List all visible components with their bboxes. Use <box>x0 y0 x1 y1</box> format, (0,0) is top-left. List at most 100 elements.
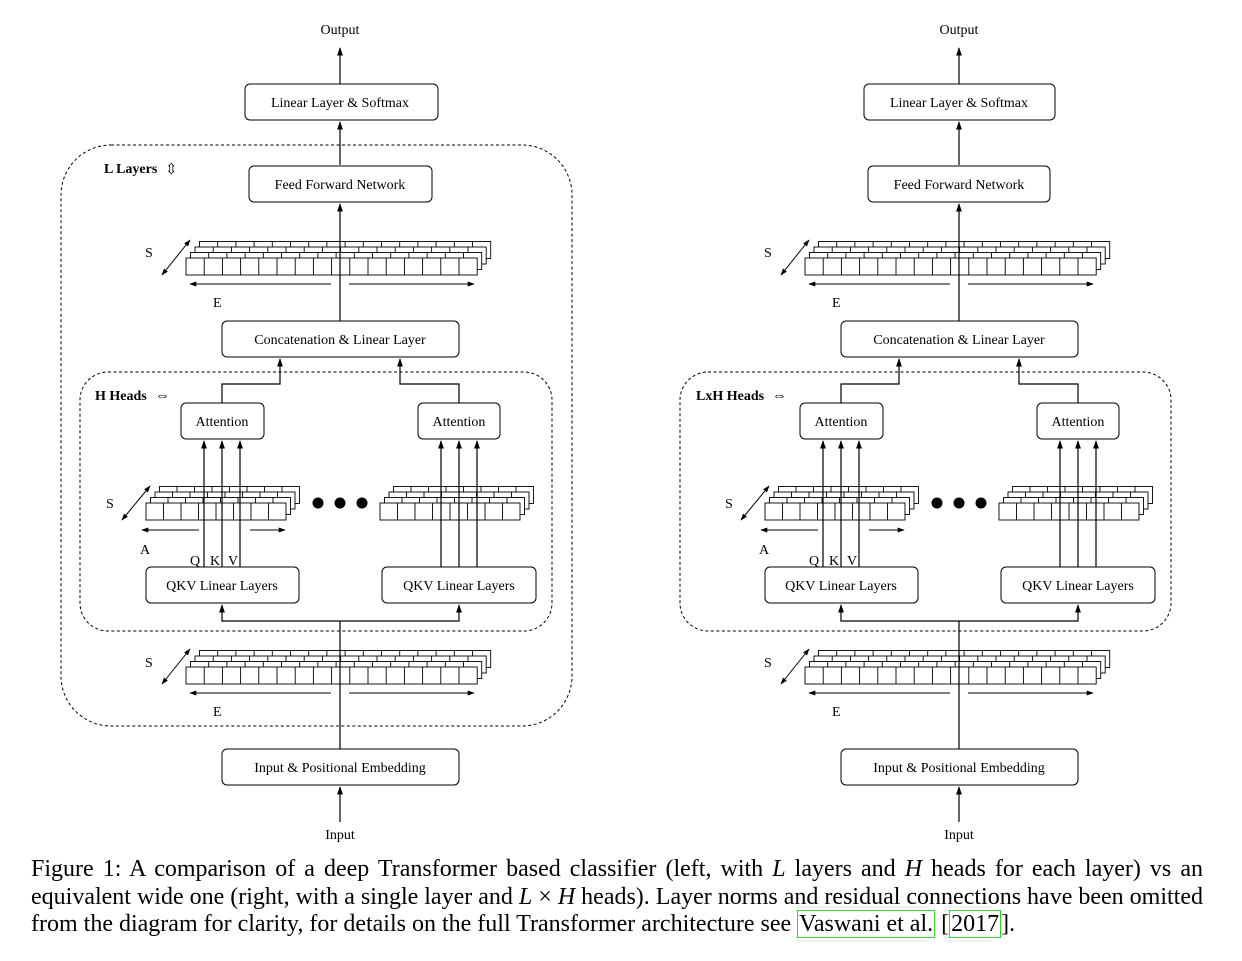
lower-s-label: S <box>145 656 153 671</box>
qkv-label-left: QKV Linear Layers <box>785 579 897 594</box>
attention-label-right: Attention <box>433 415 486 430</box>
caption-var-l2: L <box>518 883 533 910</box>
v-label: V <box>228 554 238 569</box>
heads-dashed-box <box>79 371 553 632</box>
q-label: Q <box>809 554 819 569</box>
input-label: Input <box>325 828 355 843</box>
upper-e-label: E <box>213 296 222 311</box>
upper-tensor <box>804 241 1111 276</box>
k-label: K <box>829 554 839 569</box>
q-label: Q <box>190 554 200 569</box>
attention-box-right <box>417 402 501 440</box>
concat-box <box>840 320 1079 358</box>
qkv-label-right: QKV Linear Layers <box>403 579 515 594</box>
ellipsis-dot-3 <box>975 497 987 509</box>
caption-mid3: heads). Layer norms and residual connect… <box>31 883 1203 938</box>
attention-label-right: Attention <box>1052 415 1105 430</box>
caption-cite-open: [ <box>935 911 950 937</box>
upper-s-arrow <box>780 239 810 276</box>
ellipsis-dot-2 <box>334 497 346 509</box>
heads-dashed-box <box>679 371 1172 632</box>
caption-var-l: L <box>772 856 786 882</box>
attention-left-to-concat-arrow <box>840 358 902 403</box>
layers-dashed-box <box>60 144 573 727</box>
qkv-box-left <box>764 566 919 604</box>
heads-label: LxH Heads <box>696 389 765 404</box>
embedding-label: Input & Positional Embedding <box>873 761 1045 776</box>
qkv-label-left: QKV Linear Layers <box>166 579 278 594</box>
heads-arrow-icon: ⇔ <box>155 388 170 404</box>
head-s-arrow <box>740 485 770 521</box>
attention-box-right <box>1036 402 1120 440</box>
lower-s-arrow <box>780 648 810 685</box>
attention-left-to-concat-arrow <box>221 358 283 403</box>
ellipsis-dot-1 <box>931 497 943 509</box>
lower-s-arrow <box>161 648 191 685</box>
qkv-box-right <box>381 566 537 604</box>
architecture-diagram: Output Linear Layer & Softmax L Layers ⇳… <box>60 23 1172 843</box>
qkv-label-right: QKV Linear Layers <box>1022 579 1134 594</box>
wide-transformer-diagram: Output Linear Layer & Softmax Feed Forwa… <box>679 23 1172 843</box>
concat-label: Concatenation & Linear Layer <box>873 333 1045 348</box>
concat-box <box>221 320 460 358</box>
ffn-box <box>248 165 433 203</box>
concat-label: Concatenation & Linear Layer <box>254 333 426 348</box>
deep-transformer-diagram: Output Linear Layer & Softmax L Layers ⇳… <box>60 23 573 843</box>
head-tensor-right <box>998 486 1153 521</box>
caption-mid1: layers and <box>785 856 905 882</box>
head-a-label: A <box>759 543 770 558</box>
lower-tensor <box>804 650 1111 685</box>
head-s-label: S <box>106 497 114 512</box>
attention-right-to-concat-arrow <box>397 358 460 403</box>
output-label: Output <box>321 23 360 38</box>
caption-cite-close: ]. <box>1001 911 1016 937</box>
qkv-box-left <box>145 566 300 604</box>
head-s-arrow <box>121 485 151 521</box>
citation-author-link[interactable]: Vaswani et al. <box>797 910 936 938</box>
caption-var-h2: H <box>557 883 576 910</box>
split-to-qkv-right-arrow <box>340 604 462 622</box>
ffn-box <box>867 165 1051 203</box>
upper-s-label: S <box>764 246 772 261</box>
citation-year-link[interactable]: 2017 <box>949 910 1002 938</box>
head-a-label: A <box>140 543 151 558</box>
head-tensor-left <box>145 486 300 521</box>
ffn-label: Feed Forward Network <box>275 178 406 193</box>
lower-s-label: S <box>764 656 772 671</box>
split-to-qkv-right-arrow <box>959 604 1081 622</box>
upper-tensor <box>185 241 492 276</box>
upper-s-label: S <box>145 246 153 261</box>
ellipsis-dot-3 <box>356 497 368 509</box>
lower-e-label: E <box>213 705 222 720</box>
attention-right-to-concat-arrow <box>1016 358 1079 403</box>
heads-label: H Heads <box>95 389 147 404</box>
split-to-qkv-left-arrow <box>838 604 959 622</box>
embedding-box <box>840 748 1079 786</box>
ellipsis-dot-2 <box>953 497 965 509</box>
lower-tensor <box>185 650 492 685</box>
ellipsis-dot-1 <box>312 497 324 509</box>
input-label: Input <box>944 828 974 843</box>
caption-prefix: Figure 1: A comparison of a deep Transfo… <box>31 856 773 882</box>
split-to-qkv-left-arrow <box>219 604 340 622</box>
caption-times: × <box>532 883 558 910</box>
head-tensor-left <box>764 486 919 521</box>
layers-label: L Layers <box>104 162 158 177</box>
qkv-box-right <box>1000 566 1156 604</box>
output-label: Output <box>940 23 979 38</box>
layers-arrow-icon: ⇳ <box>165 162 178 178</box>
k-label: K <box>210 554 220 569</box>
attention-label-left: Attention <box>815 415 868 430</box>
attention-box-left <box>799 402 884 440</box>
softmax-box <box>244 83 439 121</box>
embedding-box <box>221 748 460 786</box>
ffn-label: Feed Forward Network <box>894 178 1025 193</box>
upper-e-label: E <box>832 296 841 311</box>
heads-arrow-icon: ⇔ <box>772 388 787 404</box>
head-tensor-right <box>379 486 534 521</box>
v-label: V <box>847 554 857 569</box>
caption-var-h: H <box>904 856 923 882</box>
attention-box-left <box>180 402 265 440</box>
upper-s-arrow <box>161 239 191 276</box>
attention-label-left: Attention <box>196 415 249 430</box>
